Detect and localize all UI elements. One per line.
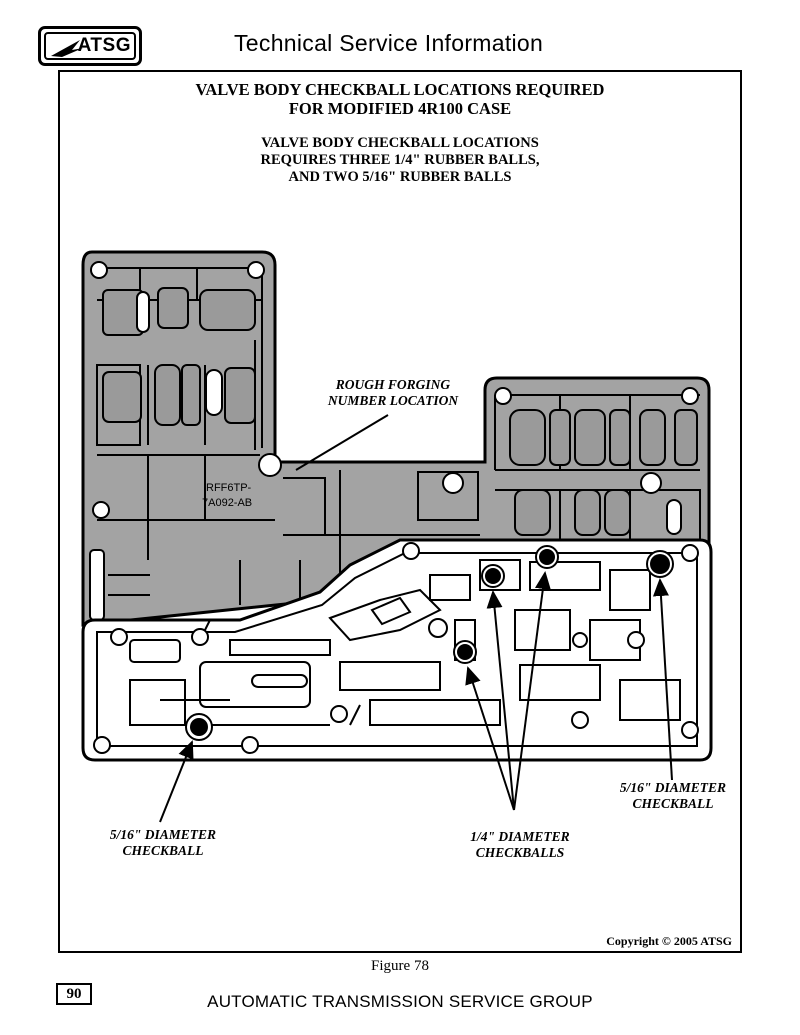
page-title-line2: FOR MODIFIED 4R100 CASE xyxy=(288,99,512,118)
copyright: Copyright © 2005 ATSG xyxy=(606,934,732,948)
callout-forging-line2: NUMBER LOCATION xyxy=(327,393,459,408)
atsg-logo: ATSG xyxy=(38,26,142,66)
casting-number-line2: 7A092-AB xyxy=(202,497,252,509)
checkball-1-4-a xyxy=(481,564,505,588)
page-number: 90 xyxy=(56,983,92,1005)
leader-ball-b xyxy=(513,571,551,811)
callout-forging: ROUGH FORGING NUMBER LOCATION xyxy=(303,377,483,409)
leader-left-ball xyxy=(159,740,194,823)
checkball-1-4-b xyxy=(535,545,559,569)
figure-label: Figure 78 xyxy=(371,958,429,974)
company-footer: AUTOMATIC TRANSMISSION SERVICE GROUP xyxy=(207,992,593,1011)
callout-center-line1: 1/4" DIAMETER xyxy=(470,829,570,844)
leader-right-ball xyxy=(652,578,673,781)
header-title: Technical Service Information xyxy=(234,30,544,56)
page-title-line1: VALVE BODY CHECKBALL LOCATIONS REQUIRED xyxy=(195,80,605,99)
checkball-left-5-16 xyxy=(185,713,213,741)
callout-right-checkball: 5/16" DIAMETER CHECKBALL xyxy=(598,780,748,812)
callout-left-checkball: 5/16" DIAMETER CHECKBALL xyxy=(88,827,238,859)
callout-right-line2: CHECKBALL xyxy=(632,796,714,811)
lower-valve-body-plate xyxy=(81,538,713,762)
wing-icon xyxy=(51,40,83,57)
leader-forging xyxy=(295,414,389,471)
upper-valve-body-casting: RFF6TP- 7A092-AB xyxy=(81,250,711,627)
content-frame xyxy=(58,70,742,953)
subtitle-line2: REQUIRES THREE 1/4" RUBBER BALLS, xyxy=(260,152,540,168)
leader-ball-a xyxy=(486,590,515,811)
callout-center-line2: CHECKBALLS xyxy=(475,845,565,860)
callout-right-line1: 5/16" DIAMETER xyxy=(619,780,727,795)
leader-ball-c xyxy=(465,666,515,811)
logo-text: ATSG xyxy=(77,35,131,56)
callout-left-line1: 5/16" DIAMETER xyxy=(109,827,217,842)
callout-forging-line1: ROUGH FORGING xyxy=(335,377,451,392)
callout-left-line2: CHECKBALL xyxy=(122,843,204,858)
casting-number-line1: RFF6TP- xyxy=(206,482,252,494)
checkball-1-4-c xyxy=(453,640,477,664)
checkball-right-5-16 xyxy=(646,550,674,578)
subtitle-line1: VALVE BODY CHECKBALL LOCATIONS xyxy=(261,135,539,151)
callout-center-checkballs: 1/4" DIAMETER CHECKBALLS xyxy=(445,829,595,861)
subtitle-line3: AND TWO 5/16" RUBBER BALLS xyxy=(288,169,512,185)
